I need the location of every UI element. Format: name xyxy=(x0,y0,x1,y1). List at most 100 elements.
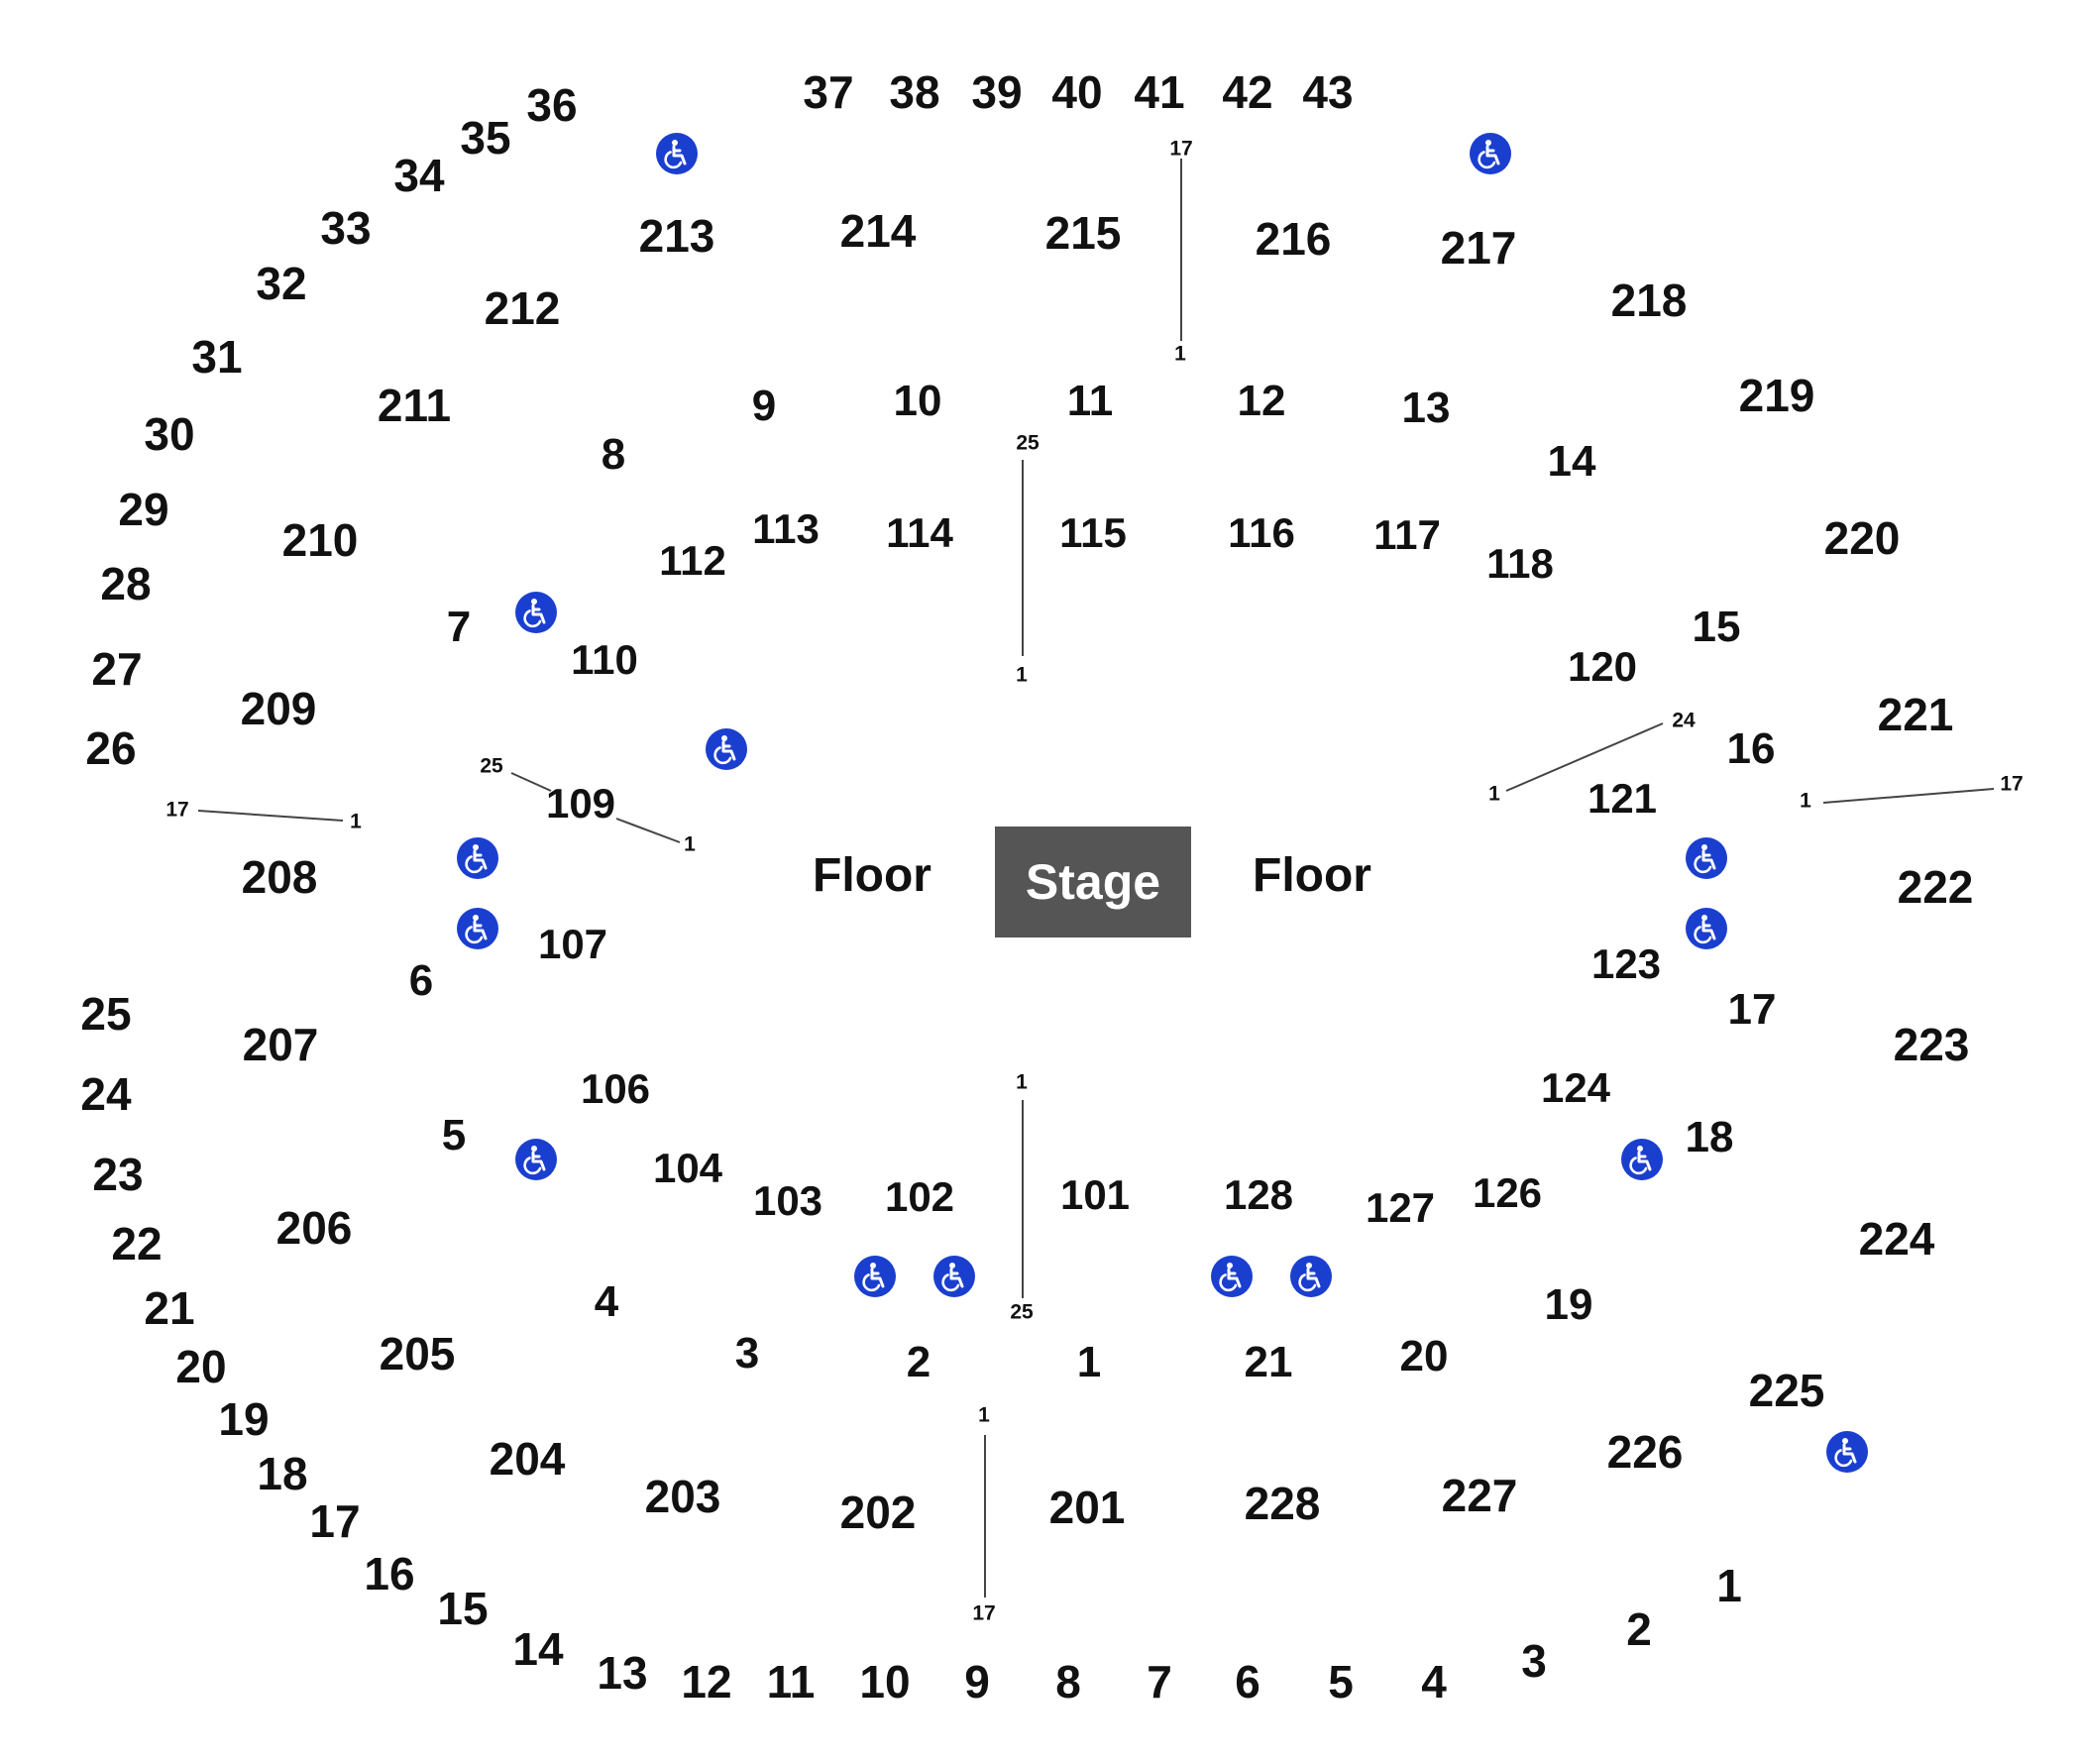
section-104[interactable]: 104 xyxy=(652,1145,723,1191)
section-115[interactable]: 115 xyxy=(1059,509,1127,556)
section-211[interactable]: 211 xyxy=(377,380,452,431)
section-224[interactable]: 224 xyxy=(1858,1213,1935,1265)
row-marker: 1 xyxy=(1016,663,1028,687)
section-116[interactable]: 116 xyxy=(1228,509,1295,556)
wheelchair-accessible-icon[interactable] xyxy=(1289,1255,1333,1298)
section-205[interactable]: 205 xyxy=(379,1328,456,1379)
section-226[interactable]: 226 xyxy=(1606,1426,1684,1478)
section-202[interactable]: 202 xyxy=(839,1487,917,1538)
outer-row-37: 37 xyxy=(803,66,854,118)
wheelchair-accessible-icon[interactable] xyxy=(853,1255,897,1298)
section-124[interactable]: 124 xyxy=(1540,1064,1611,1111)
wheelchair-accessible-icon[interactable] xyxy=(655,132,699,175)
section-102[interactable]: 102 xyxy=(884,1173,955,1220)
section-219[interactable]: 219 xyxy=(1738,370,1815,421)
section-213[interactable]: 213 xyxy=(638,210,715,262)
wheelchair-accessible-icon[interactable] xyxy=(1620,1138,1664,1181)
section-228[interactable]: 228 xyxy=(1244,1478,1321,1529)
section-109[interactable]: 109 xyxy=(545,780,616,827)
section-215[interactable]: 215 xyxy=(1044,207,1122,259)
aisle-13: 13 xyxy=(1401,384,1451,432)
floor-label-left[interactable]: Floor xyxy=(813,849,931,902)
wheelchair-accessible-icon[interactable] xyxy=(1469,132,1512,175)
aisle-15: 15 xyxy=(1692,603,1741,651)
section-206[interactable]: 206 xyxy=(275,1202,353,1254)
section-118[interactable]: 118 xyxy=(1486,540,1554,587)
outer-row-28: 28 xyxy=(100,558,152,609)
outer-row-35: 35 xyxy=(460,112,511,164)
outer-row-8: 8 xyxy=(1055,1656,1081,1708)
wheelchair-accessible-icon[interactable] xyxy=(1685,907,1728,950)
section-216[interactable]: 216 xyxy=(1255,213,1332,265)
wheelchair-accessible-icon[interactable] xyxy=(456,836,499,880)
section-127[interactable]: 127 xyxy=(1365,1184,1436,1231)
stage[interactable]: Stage xyxy=(995,827,1191,937)
section-210[interactable]: 210 xyxy=(281,514,359,566)
section-103[interactable]: 103 xyxy=(752,1177,823,1224)
section-114[interactable]: 114 xyxy=(886,509,953,556)
outer-row-17: 17 xyxy=(309,1495,361,1547)
section-209[interactable]: 209 xyxy=(240,683,317,734)
outer-row-31: 31 xyxy=(191,331,243,383)
wheelchair-accessible-icon[interactable] xyxy=(514,591,558,634)
outer-row-42: 42 xyxy=(1222,66,1273,118)
row-marker: 1 xyxy=(1488,782,1500,806)
section-106[interactable]: 106 xyxy=(580,1065,651,1112)
wheelchair-accessible-icon[interactable] xyxy=(514,1138,558,1181)
aisle-17: 17 xyxy=(1727,985,1777,1034)
aisle-7: 7 xyxy=(446,603,472,651)
outer-row-25: 25 xyxy=(80,988,132,1040)
aisle-16: 16 xyxy=(1726,724,1776,773)
section-204[interactable]: 204 xyxy=(489,1433,566,1485)
aisle-3: 3 xyxy=(734,1329,760,1378)
row-marker: 25 xyxy=(480,754,503,778)
section-212[interactable]: 212 xyxy=(484,282,561,334)
outer-row-30: 30 xyxy=(144,408,195,460)
outer-row-21: 21 xyxy=(144,1282,195,1334)
section-101[interactable]: 101 xyxy=(1059,1171,1131,1218)
row-marker: 1 xyxy=(1174,342,1186,366)
row-marker: 17 xyxy=(2000,772,2024,796)
section-214[interactable]: 214 xyxy=(839,205,917,257)
section-225[interactable]: 225 xyxy=(1748,1365,1825,1416)
section-117[interactable]: 117 xyxy=(1373,511,1441,558)
section-107[interactable]: 107 xyxy=(537,921,608,967)
section-221[interactable]: 221 xyxy=(1877,689,1954,740)
section-113[interactable]: 113 xyxy=(752,505,820,552)
row-marker: 25 xyxy=(1010,1300,1034,1324)
section-223[interactable]: 223 xyxy=(1893,1019,1970,1070)
section-207[interactable]: 207 xyxy=(242,1019,319,1070)
section-120[interactable]: 120 xyxy=(1567,643,1638,690)
section-128[interactable]: 128 xyxy=(1223,1171,1294,1218)
wheelchair-accessible-icon[interactable] xyxy=(1210,1255,1254,1298)
section-222[interactable]: 222 xyxy=(1897,861,1974,913)
wheelchair-accessible-icon[interactable] xyxy=(932,1255,976,1298)
section-123[interactable]: 123 xyxy=(1590,940,1662,987)
aisle-1: 1 xyxy=(1076,1338,1102,1386)
row-marker: 25 xyxy=(1016,431,1040,455)
section-201[interactable]: 201 xyxy=(1048,1482,1126,1533)
section-203[interactable]: 203 xyxy=(644,1471,721,1522)
wheelchair-accessible-icon[interactable] xyxy=(1685,836,1728,880)
wheelchair-accessible-icon[interactable] xyxy=(705,727,748,771)
outer-row-18: 18 xyxy=(257,1448,308,1499)
section-217[interactable]: 217 xyxy=(1440,222,1517,274)
aisle-18: 18 xyxy=(1685,1113,1734,1161)
wheelchair-accessible-icon[interactable] xyxy=(1825,1430,1869,1474)
section-110[interactable]: 110 xyxy=(571,636,638,683)
section-220[interactable]: 220 xyxy=(1823,512,1901,564)
outer-row-24: 24 xyxy=(80,1068,132,1120)
section-218[interactable]: 218 xyxy=(1610,275,1688,326)
outer-row-43: 43 xyxy=(1302,66,1354,118)
floor-label-right[interactable]: Floor xyxy=(1253,849,1371,902)
outer-row-11: 11 xyxy=(766,1656,816,1708)
wheelchair-accessible-icon[interactable] xyxy=(456,907,499,950)
outer-row-15: 15 xyxy=(437,1583,489,1634)
aisle-12: 12 xyxy=(1237,377,1286,425)
section-208[interactable]: 208 xyxy=(241,851,318,903)
section-227[interactable]: 227 xyxy=(1441,1470,1518,1521)
section-121[interactable]: 121 xyxy=(1587,775,1658,822)
section-126[interactable]: 126 xyxy=(1472,1169,1543,1216)
section-112[interactable]: 112 xyxy=(659,537,726,584)
